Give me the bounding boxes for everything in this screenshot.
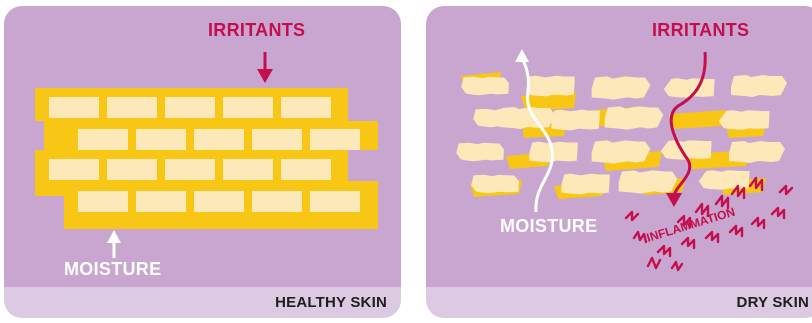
dry-brick xyxy=(719,110,770,130)
dry-brick xyxy=(699,170,750,190)
healthy-moisture-label: MOISTURE xyxy=(64,259,161,280)
healthy-skin-diagram xyxy=(4,6,401,287)
healthy-brick xyxy=(165,97,215,118)
healthy-moisture-arrow-head xyxy=(107,230,121,243)
healthy-brick xyxy=(136,129,186,150)
dry-brick xyxy=(619,170,678,193)
dry-brick xyxy=(592,76,651,99)
healthy-brick xyxy=(223,159,273,180)
dry-brick xyxy=(561,174,610,195)
inflammation-label: INFLAMMATION xyxy=(645,205,737,245)
dry-skin-caption: DRY SKIN xyxy=(737,294,809,311)
dry-irritants-arrow-head xyxy=(666,193,682,207)
dry-irritants-label: IRRITANTS xyxy=(652,20,749,41)
healthy-brick xyxy=(310,129,360,150)
healthy-brick xyxy=(281,97,331,118)
healthy-brick xyxy=(252,129,302,150)
dry-brick xyxy=(461,77,509,95)
dry-brick xyxy=(731,75,787,97)
dry-skin-diagram: INFLAMMATION xyxy=(426,6,812,287)
dry-brick xyxy=(471,175,519,193)
healthy-brick xyxy=(107,159,157,180)
healthy-brick xyxy=(281,159,331,180)
healthy-skin-footer: HEALTHY SKIN xyxy=(4,287,401,318)
healthy-irritants-label: IRRITANTS xyxy=(208,20,305,41)
dry-brick xyxy=(526,76,575,97)
dry-moisture-arrow-head xyxy=(515,49,529,62)
healthy-brick xyxy=(165,159,215,180)
dry-skin-panel: INFLAMMATION IRRITANTS MOISTURE DRY SKIN xyxy=(426,6,812,318)
dry-brick xyxy=(729,141,785,163)
healthy-skin-panel: IRRITANTS MOISTURE HEALTHY SKIN xyxy=(4,6,401,318)
healthy-brick xyxy=(78,191,128,212)
healthy-skin-caption: HEALTHY SKIN xyxy=(275,294,387,311)
healthy-brick xyxy=(49,97,99,118)
dry-brick xyxy=(664,78,715,98)
healthy-skin-illustration-area: IRRITANTS MOISTURE xyxy=(4,6,401,287)
healthy-brick xyxy=(310,191,360,212)
dry-brick xyxy=(605,106,664,129)
healthy-brick xyxy=(194,129,244,150)
healthy-brick xyxy=(223,97,273,118)
dry-brick xyxy=(456,143,504,161)
healthy-brick xyxy=(78,129,128,150)
healthy-brick xyxy=(107,97,157,118)
healthy-brick xyxy=(194,191,244,212)
dry-brick xyxy=(592,140,651,163)
dry-brick xyxy=(499,107,555,129)
dry-skin-illustration-area: INFLAMMATION IRRITANTS MOISTURE xyxy=(426,6,812,287)
healthy-brick xyxy=(49,159,99,180)
healthy-brick xyxy=(136,191,186,212)
healthy-brick xyxy=(252,191,302,212)
dry-brick xyxy=(551,110,600,131)
dry-moisture-label: MOISTURE xyxy=(500,216,597,237)
healthy-irritants-arrow-head xyxy=(257,69,273,83)
dry-skin-footer: DRY SKIN xyxy=(426,287,812,318)
